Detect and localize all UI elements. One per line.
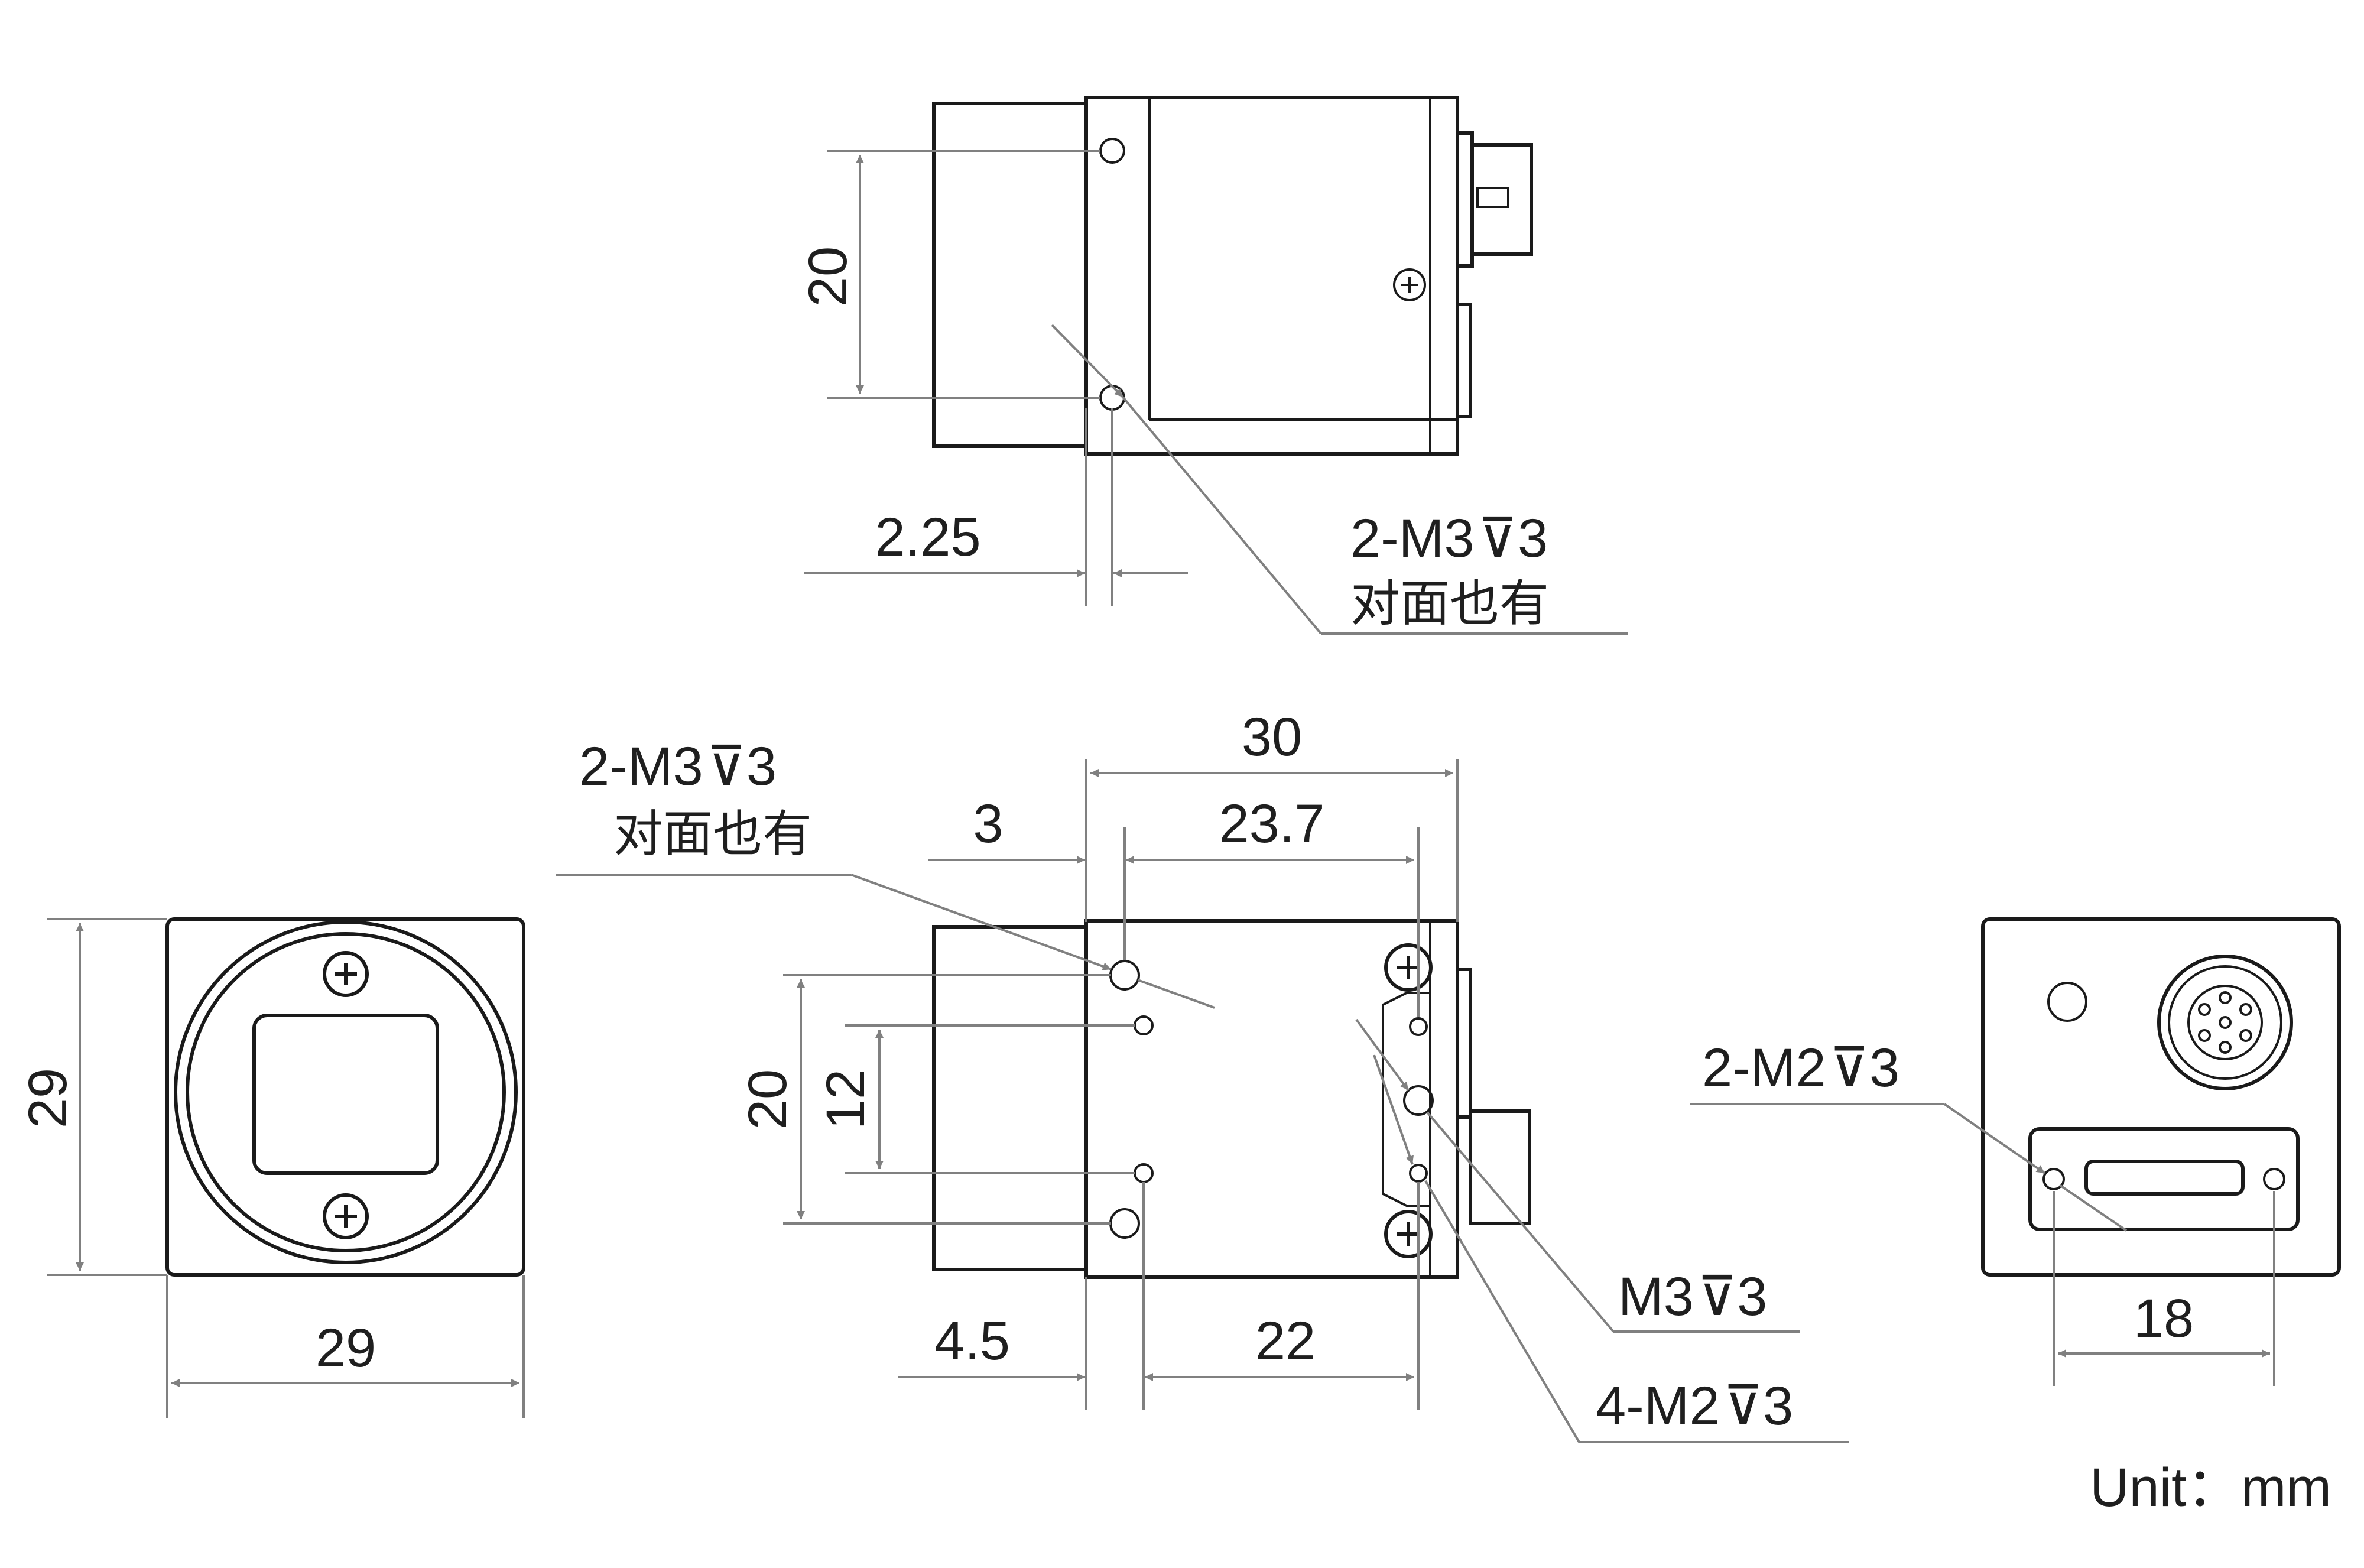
side-callout-note: 对面也有 — [613, 805, 812, 863]
top-camera-body — [1084, 96, 1459, 456]
usb-port-plate — [2028, 1127, 2300, 1231]
rear-body — [1981, 917, 2341, 1277]
round-connector — [2157, 955, 2293, 1090]
side-dim-outer: 20 — [738, 1069, 798, 1129]
front-dim-height: 29 — [18, 1068, 78, 1128]
side-callout-thread: 2-M3⊽3 — [579, 736, 777, 797]
top-connector — [1470, 143, 1533, 256]
side-dim-offset-bottom: 4.5 — [934, 1311, 1010, 1371]
side-dim-inner: 12 — [816, 1069, 876, 1129]
side-connector — [1469, 1109, 1531, 1225]
top-callout-thread: 2-M3⊽3 — [1350, 508, 1548, 569]
side-callout-m2: 4-M2⊽3 — [1596, 1376, 1793, 1436]
side-callout-m3: M3⊽3 — [1618, 1267, 1767, 1327]
rear-view: 2-M2⊽3 18 — [1690, 917, 2341, 1386]
mount-hole — [1403, 1085, 1434, 1116]
mount-hole — [1409, 1017, 1428, 1036]
top-callout-note: 对面也有 — [1350, 574, 1549, 632]
side-dim-total: 30 — [1242, 707, 1302, 767]
mount-hole — [2042, 1168, 2065, 1190]
top-lens-mount — [932, 102, 1088, 448]
top-dim-offset: 2.25 — [875, 507, 980, 567]
top-view: 20 2.25 2-M3⊽3 对面也有 — [798, 96, 1628, 635]
top-dim-height: 20 — [798, 246, 858, 307]
rear-dim-width: 18 — [2134, 1288, 2194, 1349]
front-body — [165, 917, 525, 1277]
sensor-window — [252, 1014, 439, 1175]
side-dim-span-top: 23.7 — [1219, 794, 1324, 854]
screw-icon — [1393, 268, 1426, 301]
mount-hole — [2263, 1168, 2285, 1190]
front-dim-width: 29 — [316, 1318, 376, 1378]
mount-hole — [1409, 1164, 1428, 1183]
front-view: 29 29 — [18, 917, 525, 1418]
unit-label: Unit：mm — [2090, 1457, 2331, 1518]
mount-hole — [2047, 982, 2087, 1022]
side-view: 30 3 23.7 20 12 4.5 22 2-M3⊽3 对面也有 M3⊽3 — [556, 707, 1849, 1443]
side-dim-span-bottom: 22 — [1255, 1311, 1316, 1371]
rear-callout-thread: 2-M2⊽3 — [1702, 1038, 1899, 1098]
usb-port — [2084, 1160, 2245, 1196]
side-dim-offset-top: 3 — [973, 794, 1003, 854]
side-lens-mount — [932, 925, 1088, 1271]
